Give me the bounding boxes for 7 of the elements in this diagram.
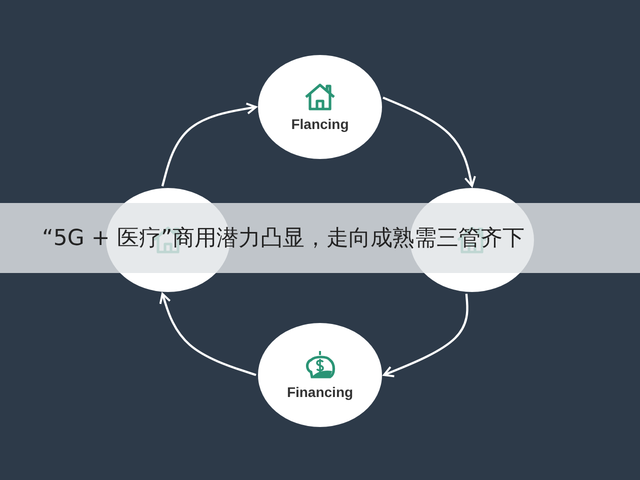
title: “5G + 医疗”商用潜力凸显，走向成熟需三管齐下: [42, 225, 524, 253]
curved-arrow: [159, 292, 256, 376]
curved-arrow: [161, 102, 257, 186]
node-label: Financing: [286, 384, 354, 400]
node-label: Flancing: [291, 116, 349, 132]
curved-arrow: [383, 294, 468, 378]
curved-arrow: [382, 96, 476, 187]
